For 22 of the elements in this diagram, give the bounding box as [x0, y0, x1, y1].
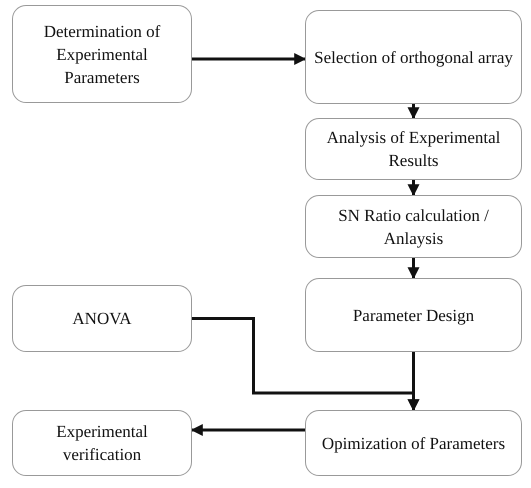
process-box — [12, 5, 192, 103]
box-label: ANOVA — [72, 308, 132, 330]
process-box — [12, 410, 192, 476]
process-box — [305, 118, 522, 180]
box-label: Parameter Design — [352, 304, 474, 326]
box-label: Analysis of Experimental Results — [326, 127, 502, 172]
box-label: Opimization of Parameters — [322, 432, 506, 454]
arrow — [408, 180, 420, 196]
box-label: Selection of orthogonal array — [314, 46, 513, 68]
process-box — [305, 10, 522, 104]
arrow — [190, 424, 305, 436]
box-label: Determination of Experimental Parameters — [42, 20, 162, 88]
arrow — [192, 317, 420, 412]
arrow — [408, 104, 420, 120]
box-label: Experimental verification — [55, 421, 149, 466]
process-box — [305, 410, 522, 476]
process-box — [12, 285, 192, 352]
box-label: SN Ratio calculation / Anlaysis — [337, 204, 490, 250]
process-box — [305, 195, 522, 258]
arrow — [408, 258, 420, 280]
process-box — [305, 278, 522, 352]
arrow — [192, 53, 306, 65]
